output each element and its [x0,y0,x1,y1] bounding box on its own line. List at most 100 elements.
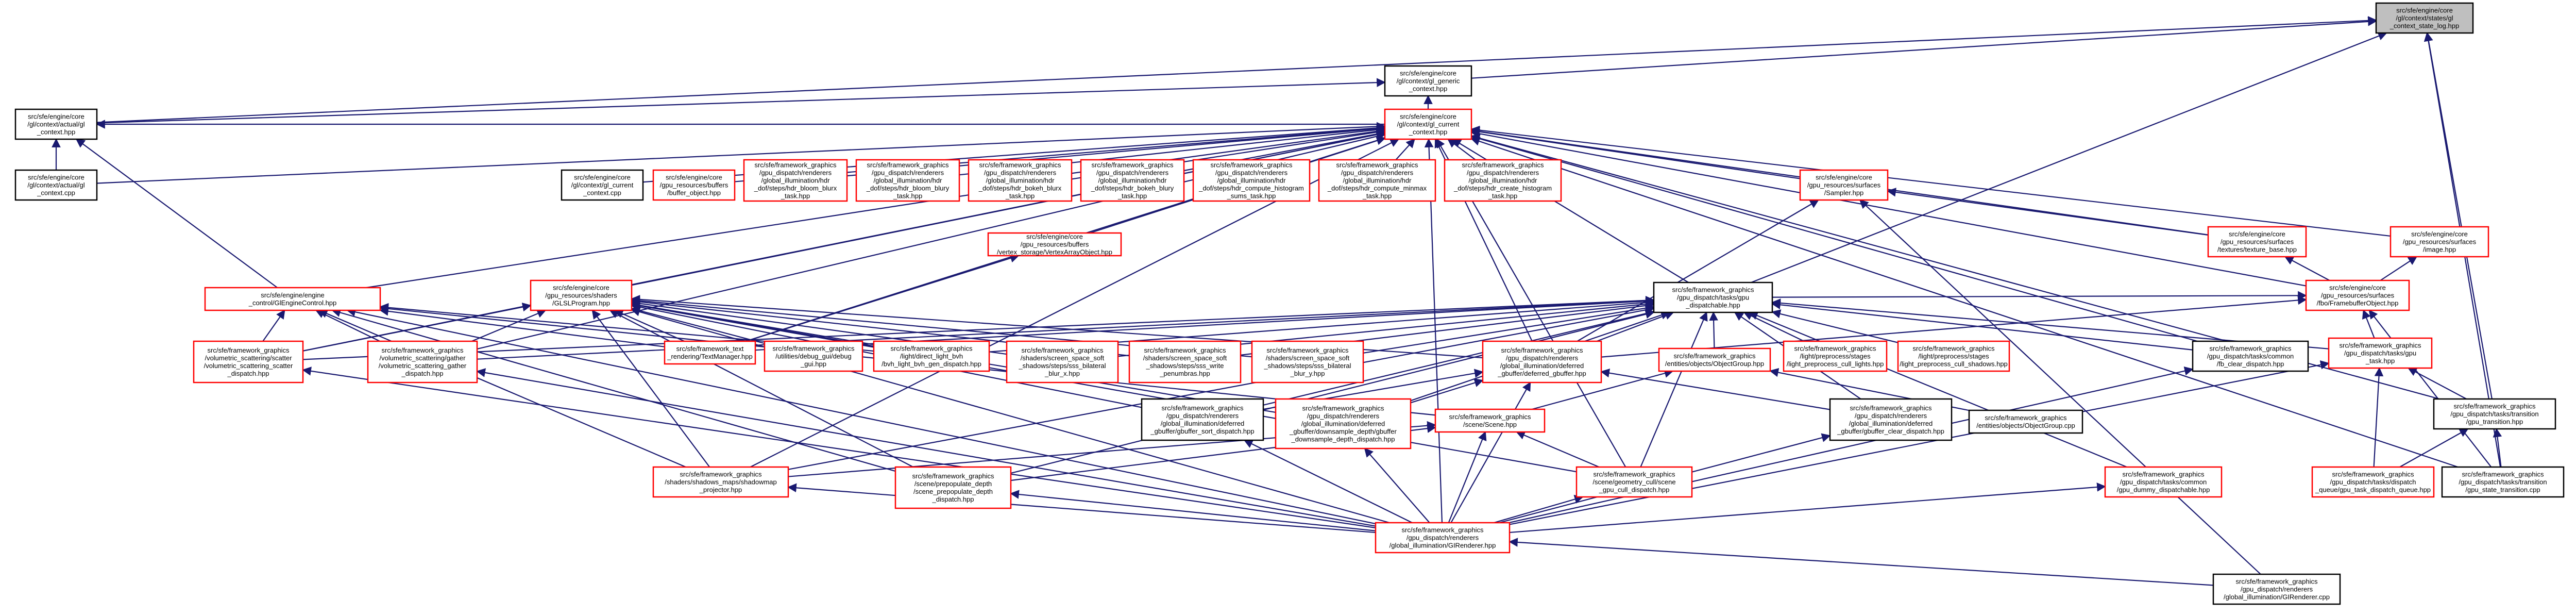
graph-node-gl-context-hpp[interactable]: src/sfe/engine/core/gl/context/actual/gl… [14,108,98,140]
dependency-edge [1470,125,2391,237]
graph-node-hdr-bloom-blury[interactable]: src/sfe/framework_graphics/gpu_dispatch/… [855,159,960,202]
graph-node-root[interactable]: src/sfe/engine/core/gl/context/states/gl… [2375,2,2474,34]
graph-node-fb-clear-dispatch[interactable]: src/sfe/framework_graphics/gpu_dispatch/… [2192,340,2309,372]
graph-node-light-bvh[interactable]: src/sfe/framework_graphics/light/direct_… [873,340,990,372]
graph-node-gbuffer-clear-dispatch[interactable]: src/sfe/framework_graphics/gpu_dispatch/… [1829,398,1953,441]
node-label-line: _gbuffer/gbuffer_clear_dispatch.hpp [1837,427,1944,435]
graph-node-gpu-task-dispatch-queue[interactable]: src/sfe/framework_graphics/gpu_dispatch/… [2311,466,2435,498]
graph-node-shadowmap-projector[interactable]: src/sfe/framework_graphics/shaders/shado… [652,466,789,498]
graph-node-gl-current-context-cpp[interactable]: src/sfe/engine/core/gl/context/gl_curren… [561,169,644,201]
graph-node-gl-current-context[interactable]: src/sfe/engine/core/gl/context/gl_curren… [1384,108,1472,140]
graph-node-prepopulate-depth[interactable]: src/sfe/framework_graphics/scene/prepopu… [894,466,1012,509]
graph-node-buffer-object[interactable]: src/sfe/engine/core/gpu_resources/buffer… [652,169,736,201]
graph-node-geometry-cull[interactable]: src/sfe/framework_graphics/scene/geometr… [1575,466,1693,498]
node-label-line: src/sfe/framework_graphics [1913,345,1995,353]
graph-node-ssbl-blur-x[interactable]: src/sfe/framework_graphics/shaders/scree… [1006,340,1119,384]
graph-node-gi-renderer-hpp[interactable]: src/sfe/framework_graphics/gpu_dispatch/… [1375,522,1511,554]
graph-node-task-hpp[interactable]: src/sfe/framework_graphics/gpu_dispatch/… [2328,337,2433,369]
dependency-edge [1532,369,1674,410]
graph-node-object-group-cpp[interactable]: src/sfe/framework_graphics/entities/obje… [1968,409,2083,434]
graph-node-hdr-compute-histogram-sums[interactable]: src/sfe/framework_graphics/gpu_dispatch/… [1192,159,1311,202]
dependency-edge [262,309,285,342]
graph-node-gpu-state-transition[interactable]: src/sfe/framework_graphics/gpu_dispatch/… [2441,466,2565,498]
dependency-edge [609,310,914,468]
graph-node-hdr-bokeh-blurx[interactable]: src/sfe/framework_graphics/gpu_dispatch/… [968,159,1073,202]
graph-node-downsample-depth[interactable]: src/sfe/framework_graphics/gpu_dispatch/… [1275,398,1412,449]
node-label-line: _sums_task.hpp [1227,192,1276,200]
graph-node-preprocess-cull-lights[interactable]: src/sfe/framework_graphics/light/preproc… [1783,340,1888,372]
graph-node-hdr-bokeh-blury[interactable]: src/sfe/framework_graphics/gpu_dispatch/… [1080,159,1185,202]
graph-node-gbuffer-deferred[interactable]: src/sfe/framework_graphics/gpu_dispatch/… [1482,340,1602,384]
node-label-line: src/sfe/framework_graphics [755,161,837,169]
graph-node-preprocess-cull-shadows[interactable]: src/sfe/framework_graphics/light/preproc… [1897,340,2010,372]
node-label-line: /gpu_state_transition.cpp [2465,486,2540,494]
node-label-line: src/sfe/framework_graphics [1850,404,1932,412]
node-label-line: /light_preprocess_cull_lights.hpp [1787,360,1884,368]
graph-node-scene-hpp[interactable]: src/sfe/framework_graphics/scene/Scene.h… [1434,408,1546,433]
graph-node-framebuffer-object[interactable]: src/sfe/engine/core/gpu_resources/surfac… [2305,279,2410,311]
node-label-line: /gpu_dispatch/renderers [872,169,944,177]
dependency-edge [2284,256,2330,281]
graph-node-scatter-dispatch[interactable]: src/sfe/framework_graphics/volumetric_sc… [193,340,304,384]
graph-node-ssbl-blur-y[interactable]: src/sfe/framework_graphics/shaders/scree… [1251,340,1364,384]
node-box [987,232,1122,257]
node-label-line: /scene/prepopulate_depth [914,480,992,488]
node-label-line: _control/GlEngineControl.hpp [248,299,337,307]
graph-node-debug-gui[interactable]: src/sfe/framework_graphics/utilities/deb… [764,340,863,372]
node-label-line: src/sfe/framework_graphics [1674,352,1756,360]
node-box [1783,340,1888,372]
node-label-line: /gl/context/actual/gl [27,181,84,189]
graph-node-text-rendering[interactable]: src/sfe/framework_text_rendering/TextMan… [664,340,756,365]
node-label-line: src/sfe/framework_graphics [1594,471,1675,478]
dependency-edge [318,309,686,468]
node-label-line: _projector.hpp [699,486,742,494]
graph-node-gpu-dispatchable[interactable]: src/sfe/framework_graphics/gpu_dispatch/… [1653,281,1773,313]
dependency-edge [1243,440,1413,523]
node-box [14,108,98,140]
dependency-edge [1601,295,2307,358]
node-label-line: _context.hpp [1409,85,1447,93]
node-label-line: /gpu_dispatch/tasks/common [2207,353,2294,360]
graph-node-transition-hpp[interactable]: src/sfe/framework_graphics/gpu_dispatch/… [2433,398,2556,430]
graph-node-hdr-compute-minmax[interactable]: src/sfe/framework_graphics/gpu_dispatch/… [1318,159,1436,202]
graph-node-gi-renderer-cpp[interactable]: src/sfe/framework_graphics/gpu_dispatch/… [2212,573,2341,605]
node-label-line: /gpu_dispatch/renderers [2241,586,2313,593]
graph-node-hdr-bloom-blurx[interactable]: src/sfe/framework_graphics/gpu_dispatch/… [743,159,848,202]
node-label-line: _context.hpp [1409,128,1447,136]
graph-node-glsl-program[interactable]: src/sfe/engine/core/gpu_resources/shader… [530,279,633,311]
nodes-layer: src/sfe/engine/core/gl/context/states/gl… [14,2,2565,605]
graph-node-gl-engine-control[interactable]: src/sfe/engine/engine_control/GlEngineCo… [204,287,381,311]
dependency-edge [631,306,765,344]
graph-node-hdr-create-histogram[interactable]: src/sfe/framework_graphics/gpu_dispatch/… [1444,159,1562,202]
graph-node-image-hpp[interactable]: src/sfe/engine/core/gpu_resources/surfac… [2389,226,2489,258]
node-box [2104,466,2223,498]
node-label-line: /gl/context/gl_current [571,181,634,189]
graph-node-sampler[interactable]: src/sfe/engine/core/gpu_resources/surfac… [1799,169,1889,201]
graph-node-vertex-array-object[interactable]: src/sfe/engine/core/gpu_resources/buffer… [987,232,1122,257]
node-label-line: /gpu_dispatch/renderers [1855,412,1927,420]
node-label-line: src/sfe/framework_graphics [2123,471,2205,478]
dependency-edge [1509,482,2106,534]
node-label-line: /gpu_resources/buffers [1021,241,1089,248]
node-label-line: /global_illumination/hdr [1098,177,1167,185]
graph-node-ssbl-write-penumbras[interactable]: src/sfe/framework_graphics/shaders/scree… [1128,340,1242,384]
node-label-line: /global_illumination/hdr [761,177,831,185]
graph-node-gather-dispatch[interactable]: src/sfe/framework_graphics/volumetric_sc… [367,340,478,384]
graph-node-gl-generic-context[interactable]: src/sfe/engine/core/gl/context/gl_generi… [1384,65,1472,97]
node-label-line: _context_state_log.hpp [2389,22,2459,30]
node-box [2212,573,2341,605]
graph-node-texture-base[interactable]: src/sfe/engine/core/gpu_resources/surfac… [2207,226,2307,258]
node-label-line: _task.hpp [1117,192,1147,200]
graph-node-object-group-hpp[interactable]: src/sfe/framework_graphics/entities/obje… [1658,347,1771,372]
dependency-edge [788,305,1655,470]
node-label-line: /shaders/screen_space_soft [1266,354,1350,362]
node-box [1318,159,1436,202]
dependency-edge [1887,188,2209,236]
dependency-edge [1471,17,2377,79]
graph-node-gl-context-cpp[interactable]: src/sfe/engine/core/gl/context/actual/gl… [14,169,98,201]
graph-node-dummy-dispatchable[interactable]: src/sfe/framework_graphics/gpu_dispatch/… [2104,466,2223,498]
node-label-line: _task.hpp [1362,192,1392,200]
graph-node-gbuffer-sort-dispatch[interactable]: src/sfe/framework_graphics/gpu_dispatch/… [1141,398,1264,441]
node-label-line: /entities/objects/ObjectGroup.cpp [1976,422,2075,429]
